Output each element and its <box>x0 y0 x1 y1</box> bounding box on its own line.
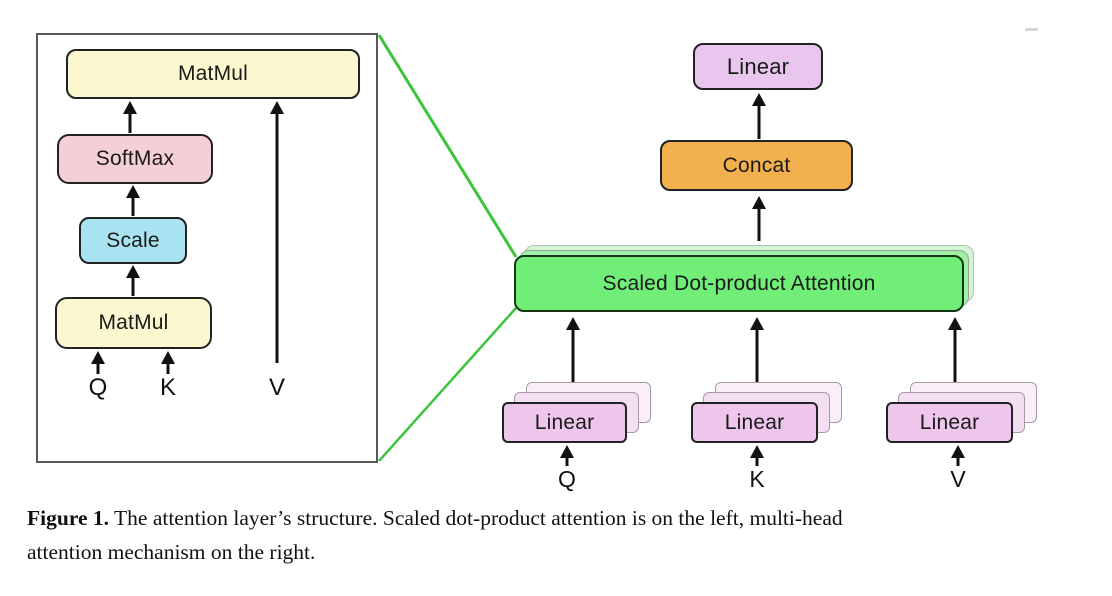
zoom-connector-bottom-line <box>378 307 517 462</box>
arrow-k-to-linear <box>750 445 764 466</box>
linear-q-box: Linear <box>502 402 627 443</box>
scale-box: Scale <box>79 217 187 264</box>
linear-k-box: Linear <box>691 402 818 443</box>
input-label-q: Q <box>88 374 108 401</box>
concat-box: Concat <box>660 140 853 191</box>
linear-output-box: Linear <box>693 43 823 90</box>
input-label-v: V <box>268 374 285 401</box>
zoom-connector-top-line <box>377 34 518 258</box>
input-label-q-right: Q <box>558 466 576 492</box>
input-label-k-right: K <box>749 466 765 492</box>
arrow-scale-to-softmax <box>126 185 140 216</box>
arrow-q-to-matmul <box>91 351 105 374</box>
input-label-k: K <box>159 374 176 401</box>
matmul-top-box: MatMul <box>66 49 360 99</box>
arrow-v-to-linear <box>951 445 965 466</box>
figure-caption-label: Figure 1. <box>27 506 110 530</box>
page-artifact-dash <box>1025 28 1038 31</box>
softmax-box: SoftMax <box>57 134 213 184</box>
linear-v-box: Linear <box>886 402 1013 443</box>
figure-caption-line2: attention mechanism on the right. <box>27 540 316 565</box>
figure-caption: Figure 1. The attention layer’s structur… <box>27 501 1099 570</box>
arrow-attention-to-concat <box>752 196 766 241</box>
arrow-v-to-matmul <box>270 101 284 363</box>
arrow-softmax-to-matmul <box>123 101 137 133</box>
arrow-k-to-matmul <box>161 351 175 374</box>
scaled-dot-product-attention-box: Scaled Dot-product Attention <box>514 255 964 312</box>
input-label-v-right: V <box>950 466 966 492</box>
arrow-matmul2-to-scale <box>126 265 140 296</box>
figure-caption-line1: The attention layer’s structure. Scaled … <box>114 506 843 530</box>
matmul-bottom-box: MatMul <box>55 297 212 349</box>
arrow-concat-to-linear <box>752 93 766 139</box>
arrow-q-to-linear <box>560 445 574 466</box>
